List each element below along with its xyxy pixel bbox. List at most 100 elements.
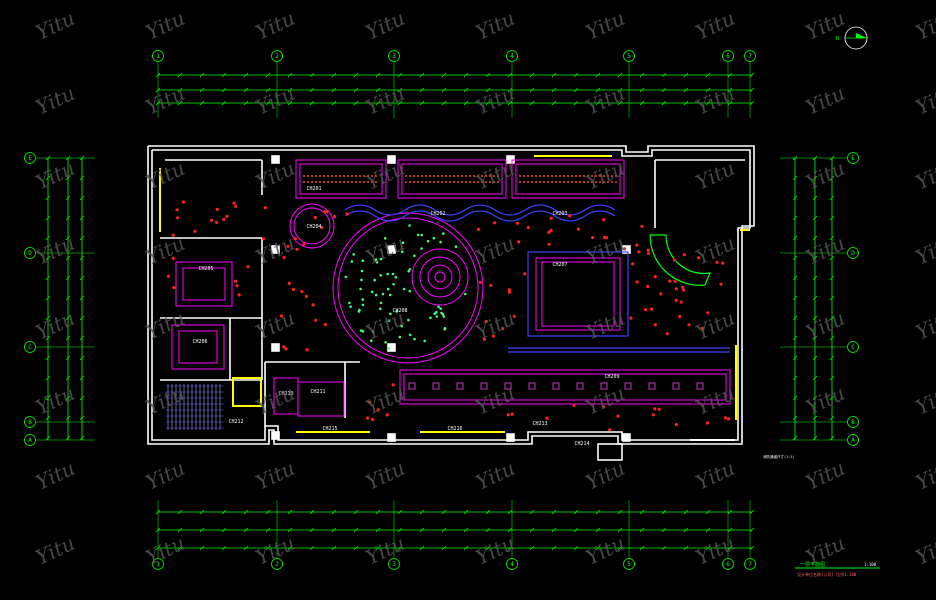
watermark-text: Yitu: [802, 6, 849, 45]
room-label: CH212: [228, 419, 243, 425]
axis-circle: [24, 247, 36, 259]
watermark-text: Yitu: [582, 156, 629, 195]
axis-circle: [152, 558, 164, 570]
room-label: CH201: [306, 186, 321, 192]
watermark-text: Yitu: [252, 156, 299, 195]
axis-label: 7: [748, 53, 752, 60]
watermark-text: Yitu: [142, 531, 189, 570]
watermark-text: Yitu: [802, 231, 849, 270]
room-label: CH205: [198, 266, 213, 272]
watermark-text: Yitu: [912, 531, 936, 570]
axis-label: 7: [748, 561, 752, 568]
watermark-text: Yitu: [912, 81, 936, 120]
axis-circle: [722, 50, 734, 62]
room-label: CH210: [278, 391, 293, 397]
watermark-text: Yitu: [142, 156, 189, 195]
axis-circle: [24, 416, 36, 428]
watermark-text: Yitu: [142, 306, 189, 345]
axis-circle: [744, 558, 756, 570]
watermark-text: Yitu: [912, 381, 936, 420]
axis-label: D: [28, 250, 32, 257]
watermark-text: Yitu: [362, 231, 409, 270]
watermark-text: Yitu: [32, 381, 79, 420]
axis-label: E: [851, 155, 855, 162]
watermark-text: Yitu: [362, 81, 409, 120]
ceiling-features: [171, 159, 731, 417]
room-label: CH215: [322, 426, 337, 432]
title-block: 一层平面图 1:100 设计单位名称(公司) 比例1:100 消防通道尺寸(1:…: [763, 454, 880, 577]
watermark-text: Yitu: [912, 306, 936, 345]
north-arrow-icon: N: [836, 26, 868, 50]
watermark-text: Yitu: [692, 531, 739, 570]
axis-circle: [744, 50, 756, 62]
axis-label: A: [851, 437, 855, 444]
axis-circle: [271, 558, 283, 570]
axis-label: A: [28, 437, 32, 444]
watermark-text: Yitu: [582, 456, 629, 495]
watermark-text: Yitu: [252, 81, 299, 120]
watermark-text: Yitu: [32, 156, 79, 195]
ceiling-lights: [166, 200, 731, 432]
watermark-text: Yitu: [472, 231, 519, 270]
watermark-text: Yitu: [802, 81, 849, 120]
watermark-text: Yitu: [142, 6, 189, 45]
watermark-text: Yitu: [692, 231, 739, 270]
watermark-text: Yitu: [472, 456, 519, 495]
room-label: CH209: [604, 374, 619, 380]
downlights: [344, 224, 467, 350]
stair-hatch: [166, 384, 224, 430]
axis-circle: [623, 558, 635, 570]
axis-circle: [847, 247, 859, 259]
watermark-text: Yitu: [32, 306, 79, 345]
axis-circle: [388, 558, 400, 570]
watermark-text: Yitu: [32, 456, 79, 495]
axis-label: B: [851, 419, 855, 426]
watermark-text: Yitu: [32, 531, 79, 570]
axis-label: C: [851, 344, 855, 351]
watermark-text: Yitu: [692, 6, 739, 45]
watermark-text: Yitu: [362, 6, 409, 45]
axis-circle: [847, 416, 859, 428]
axis-circle: [847, 341, 859, 353]
watermark-text: Yitu: [142, 81, 189, 120]
watermark-text: Yitu: [142, 456, 189, 495]
watermark-text: Yitu: [252, 6, 299, 45]
watermark-text: Yitu: [472, 6, 519, 45]
axis-circle: [847, 434, 859, 446]
watermark-text: Yitu: [252, 306, 299, 345]
drawing-subtitle: 设计单位名称(公司) 比例1:100: [797, 571, 857, 577]
drawing-title: 一层平面图: [800, 562, 825, 568]
watermark-text: Yitu: [912, 6, 936, 45]
axis-circle: [152, 50, 164, 62]
room-label: CH214: [574, 441, 589, 447]
axis-circle: [24, 152, 36, 164]
watermark-text: Yitu: [252, 456, 299, 495]
axis-label: 5: [627, 53, 631, 60]
walls: [147, 145, 755, 461]
axis-label: 4: [510, 53, 514, 60]
dimension-lines: [47, 74, 833, 549]
watermark-text: Yitu: [582, 381, 629, 420]
axis-circle: [388, 50, 400, 62]
watermark-text: Yitu: [802, 306, 849, 345]
yellow-partitions: [159, 155, 750, 433]
watermark-text: Yitu: [362, 531, 409, 570]
watermark-text: Yitu: [582, 6, 629, 45]
room-label: CH203: [552, 211, 567, 217]
axis-label: B: [28, 419, 32, 426]
watermark-text: Yitu: [692, 306, 739, 345]
axis-label: 1: [156, 53, 160, 60]
north-label: N: [836, 36, 839, 42]
watermark-text: Yitu: [582, 306, 629, 345]
axis-label: 1: [156, 561, 160, 568]
watermark-text: Yitu: [32, 231, 79, 270]
axis-circle: [24, 341, 36, 353]
axis-circle: [24, 434, 36, 446]
room-label: CH208: [392, 308, 407, 314]
note-right: 消防通道尺寸(1:1): [763, 454, 795, 459]
drawing-scale: 1:100: [864, 562, 877, 567]
watermark-text: Yitu: [692, 81, 739, 120]
axis-label: 3: [392, 561, 396, 568]
axis-circle: [847, 152, 859, 164]
